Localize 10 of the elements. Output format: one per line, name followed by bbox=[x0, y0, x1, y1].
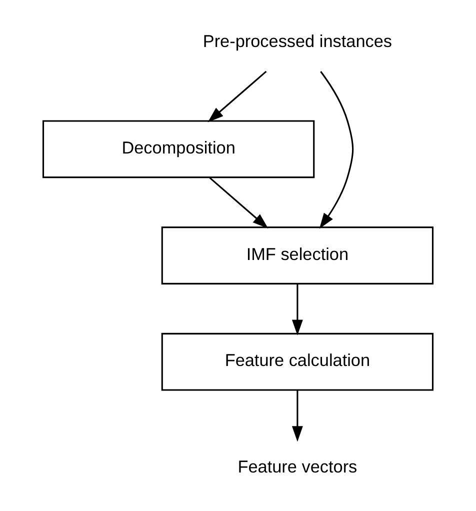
node-text: Feature vectors bbox=[238, 456, 358, 477]
node-box: IMF selection bbox=[161, 226, 434, 284]
node-box: Feature calculation bbox=[161, 332, 434, 391]
node-box: Decomposition bbox=[42, 120, 315, 178]
node-text: Pre-processed instances bbox=[202, 31, 392, 52]
arrow bbox=[292, 284, 303, 336]
arrow bbox=[208, 70, 267, 122]
arrow bbox=[319, 71, 354, 229]
arrow bbox=[209, 177, 268, 229]
arrow bbox=[292, 390, 303, 442]
